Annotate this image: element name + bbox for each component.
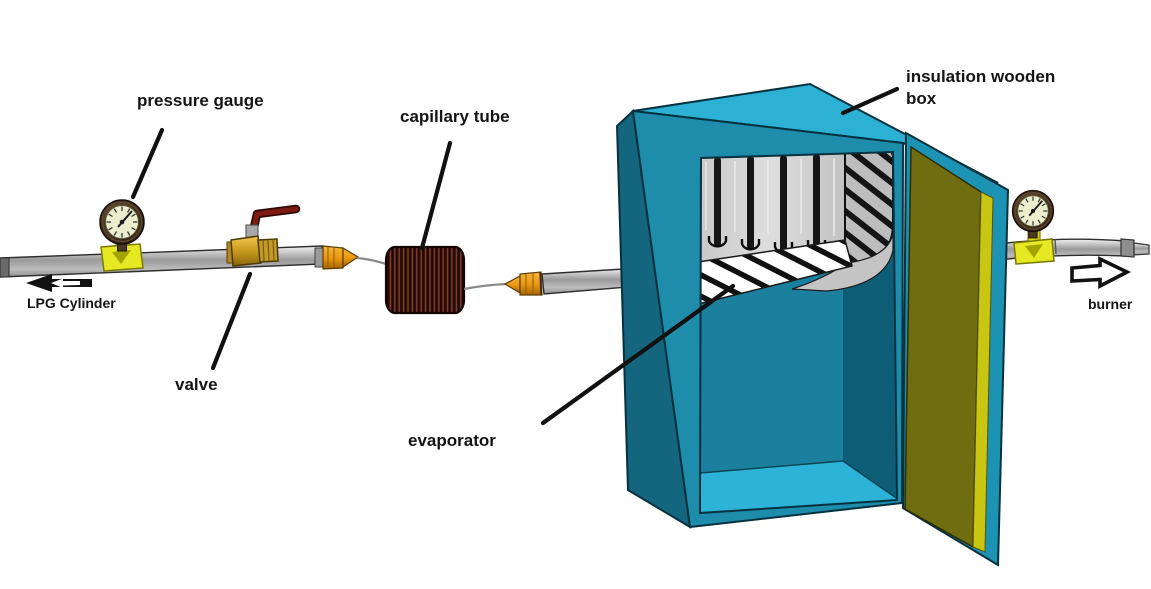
box-interior-right-wall — [843, 240, 897, 500]
capillary-wire-left — [356, 256, 387, 266]
label-evaporator: evaporator — [408, 431, 496, 450]
leader-pressure-gauge — [130, 127, 165, 200]
pressure-gauge-right — [1011, 189, 1055, 265]
capillary-wire-right — [463, 282, 507, 291]
box-door — [901, 131, 1010, 567]
capillary-tube-coil — [384, 245, 466, 315]
flow-arrow-left — [26, 274, 92, 292]
label-capillary-tube: capillary tube — [400, 107, 510, 126]
valve — [226, 204, 301, 267]
door-inner-panel — [904, 145, 982, 549]
leader-insulation-box — [840, 86, 900, 116]
leader-evaporator — [540, 283, 736, 426]
pressure-gauge-left — [99, 199, 145, 272]
door-edge-trim — [972, 191, 994, 553]
outlet-pipe — [987, 238, 1150, 262]
label-insulation-box: insulation wooden box — [906, 67, 1056, 109]
leader-lines — [130, 86, 900, 426]
insulation-wooden-box — [615, 82, 999, 529]
box-front-frame — [631, 109, 905, 529]
cone-fitting-left — [314, 245, 360, 270]
leader-valve — [210, 271, 253, 371]
label-lpg-cylinder: LPG Cylinder — [27, 295, 116, 311]
label-pressure-gauge: pressure gauge — [137, 91, 264, 110]
flow-arrow-right — [1070, 256, 1132, 289]
label-burner: burner — [1088, 296, 1133, 312]
cone-fitting-right — [503, 271, 543, 296]
label-valve: valve — [175, 375, 218, 394]
leader-capillary-tube — [419, 140, 453, 251]
